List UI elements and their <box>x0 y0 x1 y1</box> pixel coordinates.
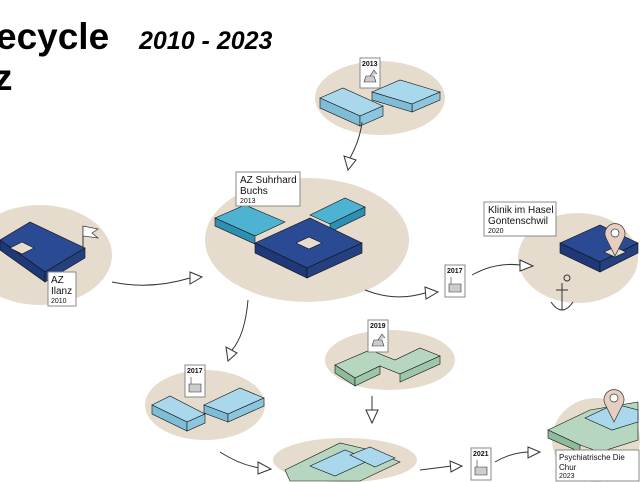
flag-icon <box>82 225 100 250</box>
site-year: 2023 <box>559 473 575 480</box>
building-ilanz <box>0 221 86 283</box>
site-place: Gontenschwil <box>488 216 548 227</box>
stage-year: 2013 <box>362 61 378 68</box>
site-label-ilanz: AZ Ilanz 2010 <box>47 271 77 307</box>
stage-year: 2017 <box>187 368 203 375</box>
title: ecycle <box>0 16 109 57</box>
site-year: 2020 <box>488 228 504 235</box>
site-label-buchs: AZ Suhrhard Buchs 2013 <box>235 171 301 207</box>
subtitle: z <box>0 57 13 98</box>
factory-icon <box>474 460 488 476</box>
site-year: 2010 <box>51 298 67 305</box>
site-name: Psychiatrische Die <box>559 453 625 462</box>
site-place: Chur <box>559 463 577 472</box>
stage-tag: 2019 <box>367 319 389 353</box>
stage-year: 2019 <box>370 323 386 330</box>
stage-tag: 2013 <box>359 57 381 89</box>
stage-tag: 2017 <box>444 264 466 298</box>
title-years: 2010 - 2023 <box>138 27 273 55</box>
site-name: AZ Suhrhard <box>240 175 297 186</box>
anchor-icon <box>550 274 574 311</box>
site-name: AZ <box>51 275 64 286</box>
site-name: Klinik im Hasel <box>488 205 554 216</box>
stage-year: 2021 <box>473 451 489 458</box>
building-stage-2017b <box>151 387 265 432</box>
building-stage-2019 <box>334 347 441 387</box>
building-stage-2013 <box>319 79 441 127</box>
site-place: Ilanz <box>51 286 72 297</box>
location-pin-icon <box>604 223 626 257</box>
flow-arrows <box>111 121 542 475</box>
site-label-chur: Psychiatrische Die Chur 2023 <box>555 449 640 482</box>
factory-icon <box>448 277 462 293</box>
excavator-icon <box>371 333 386 347</box>
site-label-gontenschwil: Klinik im Hasel Gontenschwil 2020 <box>483 201 557 237</box>
excavator-icon <box>363 69 378 83</box>
site-year: 2013 <box>240 198 256 205</box>
building-buchs <box>214 197 366 279</box>
stage-tag: 2021 <box>470 447 492 481</box>
building-stage-combined <box>284 442 401 482</box>
location-pin-icon <box>603 389 625 423</box>
site-place: Buchs <box>240 186 268 197</box>
factory-icon <box>188 377 202 393</box>
stage-year: 2017 <box>447 268 463 275</box>
stage-tag: 2017 <box>184 364 206 398</box>
